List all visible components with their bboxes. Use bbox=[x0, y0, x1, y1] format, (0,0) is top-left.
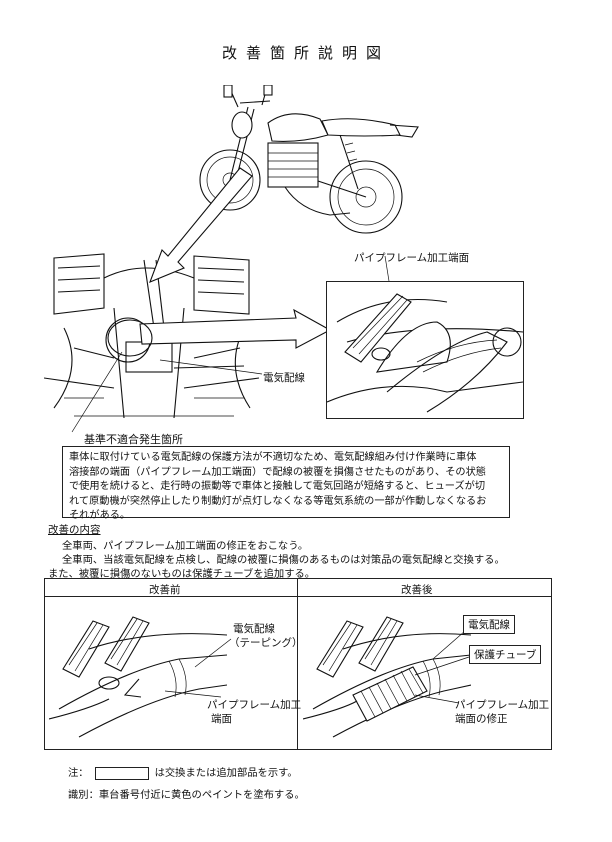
after-tube-label: 保護チューブ bbox=[469, 645, 542, 664]
description-line: それがある。 bbox=[69, 510, 131, 522]
before-header: 改善前 bbox=[149, 584, 181, 596]
improvement-line: また、被覆に損傷のないものは保護チューブを追加する。 bbox=[48, 568, 316, 580]
pipe-frame-end-label: パイプフレーム加工端面 bbox=[354, 252, 470, 264]
before-taping-label: （テーピング） bbox=[229, 637, 303, 649]
improvement-line: 全車両、パイプフレーム加工端面の修正をおこなう。 bbox=[62, 540, 309, 552]
after-header: 改善後 bbox=[401, 584, 433, 596]
motorcycle-illustration bbox=[199, 85, 419, 234]
description-line: れて原動機が突然停止したり制動灯が点灯しなくなる等電気系統の一部が作動しなくなる… bbox=[69, 495, 487, 507]
engine-closeup-illustration bbox=[44, 253, 260, 419]
description-box: 車体に取付けている電気配線の保護方法が不適切なため、電気配線組み付け作業時に車体… bbox=[62, 446, 510, 521]
before-wiring-label: 電気配線 bbox=[233, 623, 275, 635]
defect-location-label: 基準不適合発生箇所 bbox=[84, 433, 183, 446]
detail-box bbox=[326, 281, 524, 419]
after-pipe-label-2: 端面の修正 bbox=[455, 713, 508, 725]
after-pipe-label: パイプフレーム加工 bbox=[455, 699, 550, 711]
identification-note: 識別：車台番号付近に黄色のペイントを塗布する。 bbox=[68, 789, 305, 801]
wiring-label: 電気配線 bbox=[263, 372, 305, 384]
description-line: で使用を続けると、走行時の振動等で車体と接触して電気回路が短絡すると、ヒューズが… bbox=[69, 481, 486, 493]
note-text: は交換または追加部品を示す。 bbox=[154, 767, 298, 779]
improvement-heading: 改善の内容 bbox=[48, 524, 101, 536]
legend-box bbox=[94, 766, 149, 780]
legend-note: 注： は交換または追加部品を示す。 bbox=[68, 764, 298, 780]
page-title: 改善箇所説明図 bbox=[221, 44, 390, 62]
improvement-line: 全車両、当該電気配線を点検し、配線の被覆に損傷のあるものは対策品の電気配線と交換… bbox=[62, 554, 505, 566]
note-prefix: 注： bbox=[68, 767, 89, 779]
before-pipe-label-2: 端面 bbox=[211, 713, 232, 725]
before-leaders bbox=[164, 638, 232, 698]
description-line: 車体に取付けている電気配線の保護方法が不適切なため、電気配線組み付け作業時に車体 bbox=[69, 452, 477, 463]
before-illustration bbox=[49, 616, 227, 738]
after-wiring-label: 電気配線 bbox=[463, 615, 515, 634]
before-after-table: 改善前 改善後 電気配線 （テーピング） パイプフレーム加工 端面 bbox=[44, 578, 552, 750]
after-leaders bbox=[414, 630, 470, 704]
before-pipe-label: パイプフレーム加工 bbox=[207, 699, 302, 711]
after-illustration bbox=[303, 616, 471, 738]
description-line: 溶接部の端面（パイプフレーム加工端面）で配線の被覆を損傷させたものがあり、その状… bbox=[69, 466, 486, 478]
